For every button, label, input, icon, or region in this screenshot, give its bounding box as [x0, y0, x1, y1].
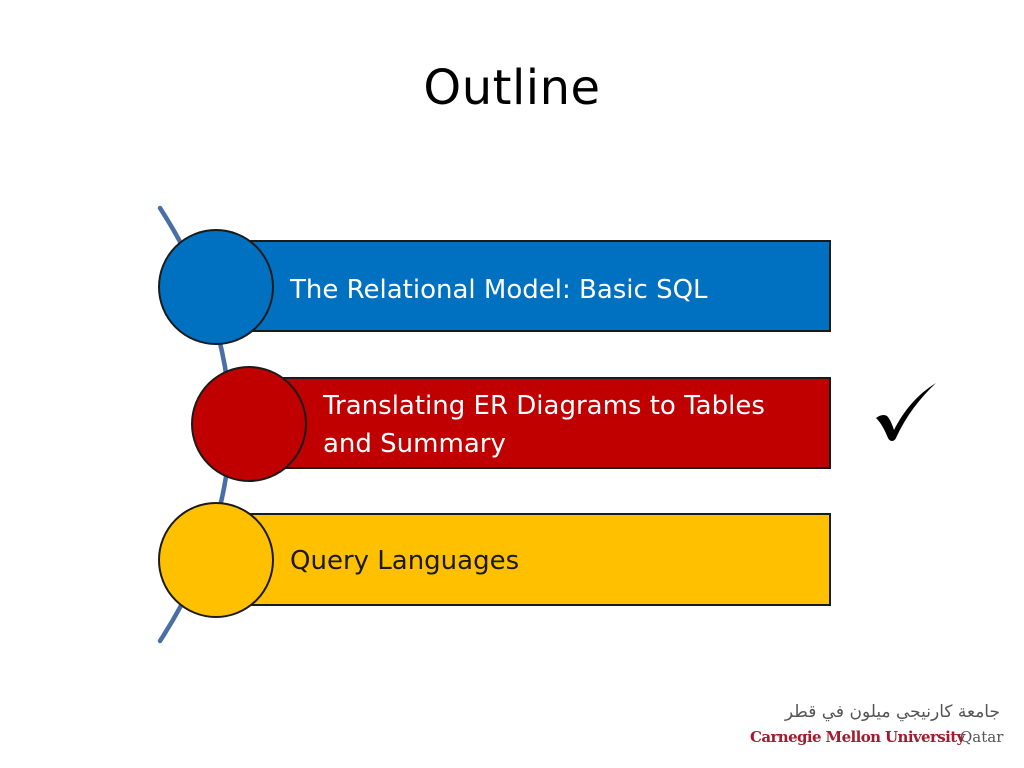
outline-item-1-bullet [158, 229, 274, 345]
outline-item-2-label-line-1: Translating ER Diagrams to Tables [323, 391, 765, 421]
outline-item-1: The Relational Model: Basic SQL [218, 240, 831, 332]
logo-university-name: Carnegie Mellon University [750, 728, 965, 746]
outline-item-3-bullet [158, 502, 274, 618]
cmu-qatar-logo: جامعة كارنيجي ميلون في قطر Carnegie Mell… [750, 702, 1012, 754]
outline-item-3-label: Query Languages [290, 546, 520, 576]
outline-item-3: Query Languages [218, 513, 831, 606]
outline-item-1-label: The Relational Model: Basic SQL [290, 275, 708, 305]
slide-title: Outline [423, 60, 601, 116]
outline-item-2-label-line-2: and Summary [323, 429, 506, 459]
logo-location: Qatar [960, 728, 1004, 746]
check-icon [876, 383, 936, 441]
outline-item-2-bullet [191, 366, 307, 482]
logo-arabic-text: جامعة كارنيجي ميلون في قطر [784, 702, 1000, 722]
outline-item-2: Translating ER Diagrams to Tables and Su… [250, 377, 831, 469]
